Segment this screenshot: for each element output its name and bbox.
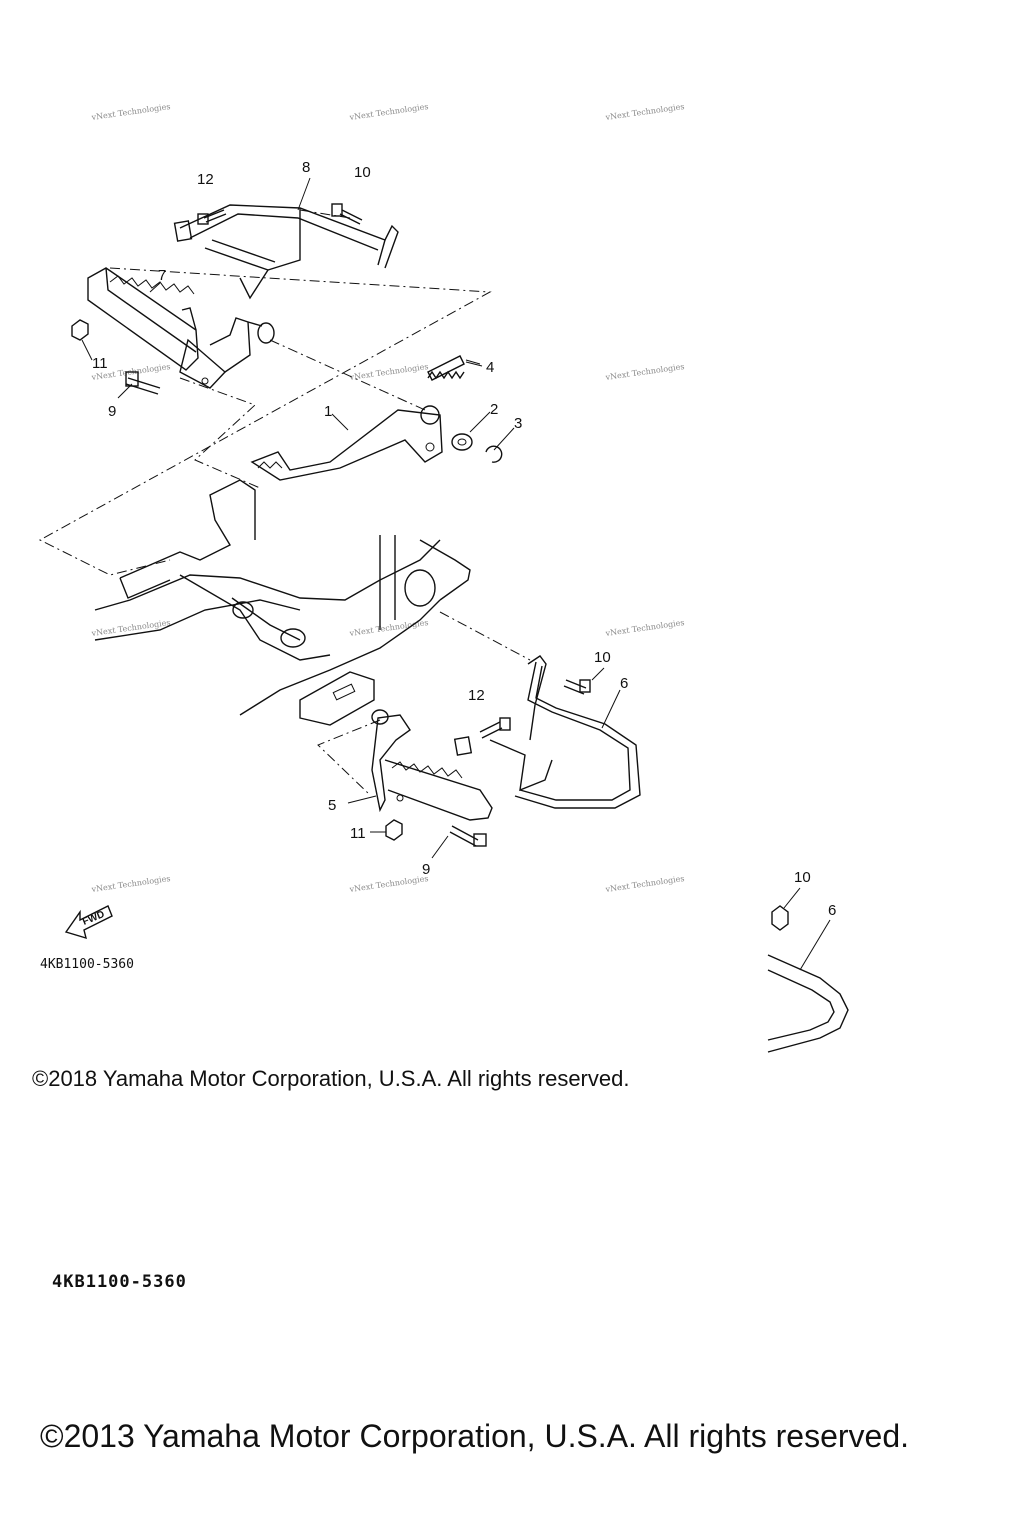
watermark: vNext Technologies [348,102,429,122]
callout-12: 12 [197,171,214,188]
callout-1: 1 [324,403,332,420]
callout-10: 10 [354,164,371,181]
callout-10: 10 [794,869,811,886]
part-code: 4KB1100-5360 [40,957,134,972]
callout-5: 5 [328,797,336,814]
watermark: vNext Technologies [348,618,429,638]
part-1-brake-pedal [250,405,443,481]
watermark: vNext Technologies [604,102,685,122]
callout-6: 6 [828,902,836,919]
callout-labels: 12 8 10 7 11 9 4 2 3 1 10 6 12 5 11 9 10… [92,159,836,919]
frame [94,479,471,726]
callout-6: 6 [620,675,628,692]
copyright-notice-footer: ©2013 Yamaha Motor Corporation, U.S.A. A… [40,1418,910,1454]
inset-guard-crop [767,887,849,1053]
footrest-bracket-left [179,317,275,389]
watermark: vNext Technologies [604,874,685,894]
callout-2: 2 [490,401,498,418]
part-2-washer [451,433,473,451]
part-7-footrest [87,267,199,371]
part-3-clip [485,445,503,463]
callout-8: 8 [302,159,310,176]
part-4-spring [427,355,481,381]
watermark: vNext Technologies [90,874,171,894]
callout-4: 4 [486,359,494,376]
watermark: vNext Technologies [348,874,429,894]
part-5-footrest [371,709,493,821]
part-8-guard-bar [173,204,399,300]
watermarks: vNext Technologies vNext Technologies vN… [90,102,685,894]
watermark: vNext Technologies [604,362,685,382]
callout-9: 9 [422,861,430,878]
leader-lines [81,177,621,859]
fwd-arrow-icon: FWD [64,905,113,940]
callout-12: 12 [468,687,485,704]
callout-3: 3 [514,415,522,432]
watermark: vNext Technologies [604,618,685,638]
watermark: vNext Technologies [90,102,171,122]
fasteners [71,203,591,847]
assembly-guide-lines [38,209,531,796]
callout-7: 7 [158,267,166,284]
copyright-notice: ©2018 Yamaha Motor Corporation, U.S.A. A… [32,1066,630,1091]
part-6-guard-bar [453,655,641,809]
callout-10: 10 [594,649,611,666]
watermark: vNext Technologies [348,362,429,382]
callout-9: 9 [108,403,116,420]
callout-11: 11 [350,825,366,842]
callout-11: 11 [92,355,108,372]
part-code-footer: 4KB1100-5360 [52,1272,187,1292]
